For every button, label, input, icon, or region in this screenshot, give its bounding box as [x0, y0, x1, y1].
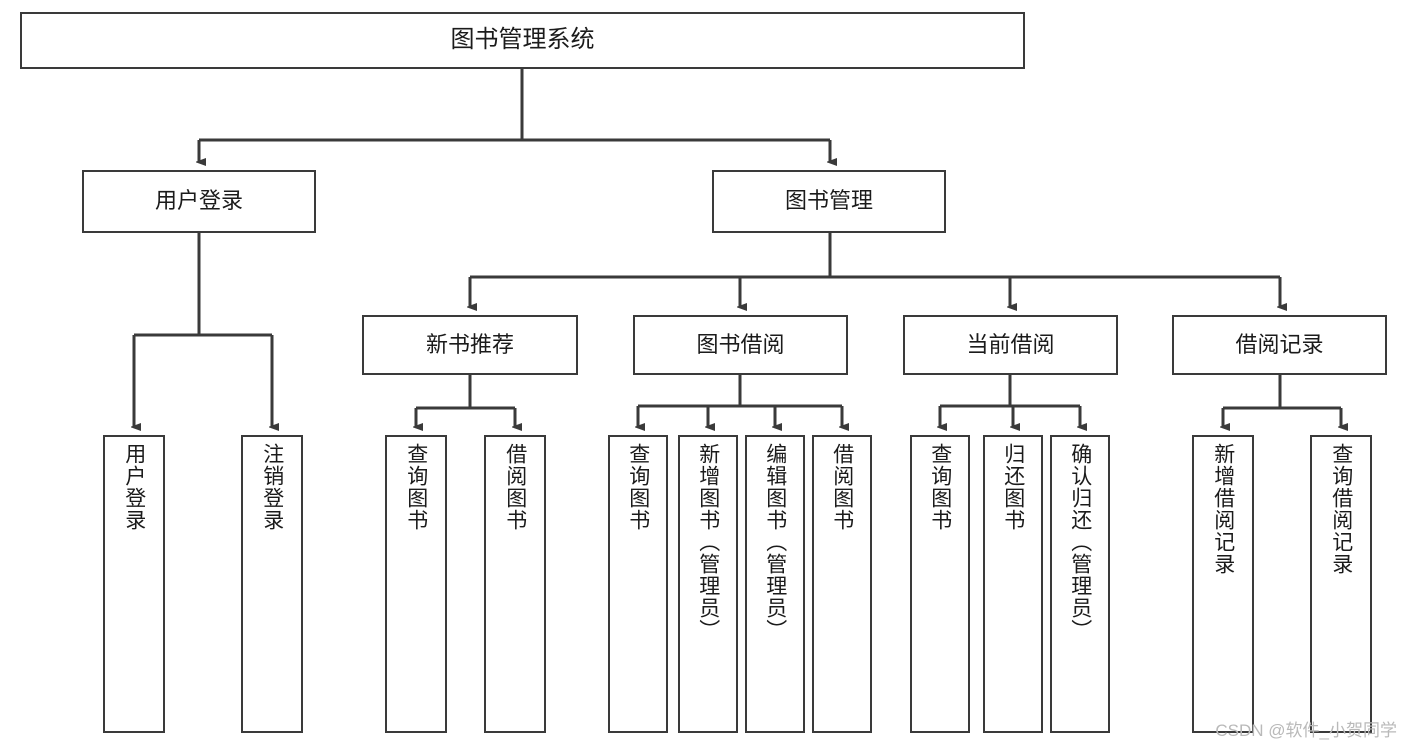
leaf-recommend-borrow-book-label: 借阅图书 [503, 443, 527, 531]
leaf-borrow-borrow-book-label: 借阅图书 [830, 443, 854, 531]
leaf-current-query-book[interactable]: 查询图书 [910, 435, 970, 733]
leaf-current-confirm-return-label: 确认归还（管理员） [1068, 443, 1092, 641]
leaf-current-query-book-label: 查询图书 [928, 443, 952, 531]
node-user-login-label: 用户登录 [154, 188, 243, 214]
node-book-borrow-label: 图书借阅 [696, 331, 785, 357]
node-root-label: 图书管理系统 [450, 26, 595, 54]
leaf-user-logout-label: 注销登录 [260, 443, 284, 531]
node-new-book-recommend-label: 新书推荐 [425, 331, 514, 357]
leaf-user-logout[interactable]: 注销登录 [241, 435, 303, 733]
leaf-recommend-query-book-label: 查询图书 [404, 443, 428, 531]
leaf-record-query-label: 查询借阅记录 [1329, 443, 1353, 575]
leaf-borrow-add-book-label: 新增图书（管理员） [696, 443, 720, 641]
node-new-book-recommend[interactable]: 新书推荐 [362, 315, 578, 375]
leaf-record-add-label: 新增借阅记录 [1211, 443, 1235, 575]
leaf-recommend-borrow-book[interactable]: 借阅图书 [484, 435, 546, 733]
leaf-user-login-label: 用户登录 [122, 443, 146, 531]
node-current-borrow-label: 当前借阅 [966, 331, 1055, 357]
node-root[interactable]: 图书管理系统 [20, 12, 1025, 69]
node-borrow-record-label: 借阅记录 [1235, 331, 1324, 357]
leaf-borrow-edit-book-label: 编辑图书（管理员） [763, 443, 787, 641]
leaf-borrow-query-book[interactable]: 查询图书 [608, 435, 668, 733]
leaf-borrow-query-book-label: 查询图书 [626, 443, 650, 531]
leaf-current-return-book-label: 归还图书 [1001, 443, 1025, 531]
leaf-current-confirm-return[interactable]: 确认归还（管理员） [1050, 435, 1110, 733]
node-user-login[interactable]: 用户登录 [82, 170, 316, 233]
node-book-manage-label: 图书管理 [784, 188, 873, 214]
leaf-record-query[interactable]: 查询借阅记录 [1310, 435, 1372, 733]
node-book-borrow[interactable]: 图书借阅 [633, 315, 848, 375]
leaf-record-add[interactable]: 新增借阅记录 [1192, 435, 1254, 733]
leaf-current-return-book[interactable]: 归还图书 [983, 435, 1043, 733]
leaf-recommend-query-book[interactable]: 查询图书 [385, 435, 447, 733]
leaf-borrow-edit-book[interactable]: 编辑图书（管理员） [745, 435, 805, 733]
leaf-borrow-borrow-book[interactable]: 借阅图书 [812, 435, 872, 733]
leaf-borrow-add-book[interactable]: 新增图书（管理员） [678, 435, 738, 733]
node-borrow-record[interactable]: 借阅记录 [1172, 315, 1387, 375]
leaf-user-login[interactable]: 用户登录 [103, 435, 165, 733]
node-current-borrow[interactable]: 当前借阅 [903, 315, 1118, 375]
node-book-manage[interactable]: 图书管理 [712, 170, 946, 233]
